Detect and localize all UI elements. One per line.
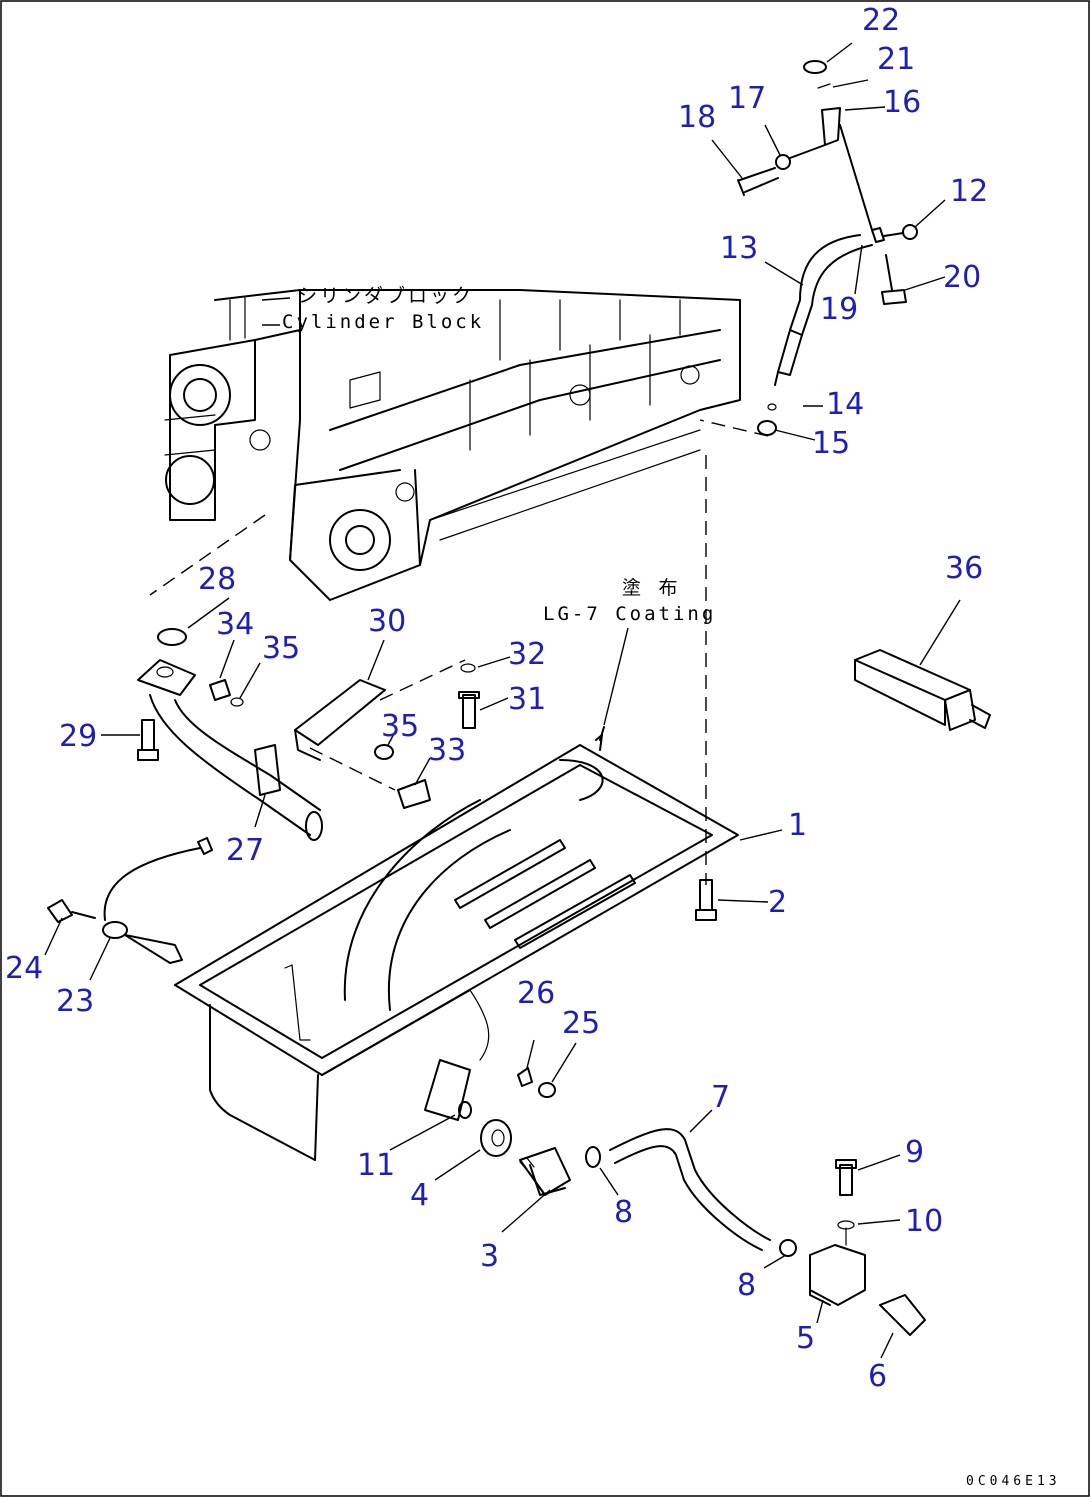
callout-32: 32 bbox=[508, 637, 546, 672]
callout-9: 9 bbox=[905, 1135, 924, 1170]
callout-20: 20 bbox=[943, 260, 981, 295]
oil-pan bbox=[174, 726, 739, 1161]
callout-8a: 8 bbox=[614, 1195, 633, 1230]
callout-23: 23 bbox=[56, 984, 94, 1019]
callout-8b: 8 bbox=[737, 1268, 756, 1303]
callout-3: 3 bbox=[480, 1239, 499, 1274]
coating-leader bbox=[603, 627, 629, 726]
callout-21: 21 bbox=[877, 42, 915, 77]
callout-26: 26 bbox=[517, 976, 555, 1011]
leader-lines bbox=[44, 42, 961, 1359]
suction-pipe bbox=[137, 628, 323, 841]
callout-24: 24 bbox=[5, 951, 43, 986]
callout-6: 6 bbox=[868, 1359, 887, 1394]
callout-22: 22 bbox=[862, 3, 900, 38]
callout-31: 31 bbox=[508, 682, 546, 717]
callout-14: 14 bbox=[826, 387, 864, 422]
assembly-line-left bbox=[149, 514, 266, 596]
callout-27: 27 bbox=[226, 833, 264, 868]
callout-5: 5 bbox=[796, 1321, 815, 1356]
callout-10: 10 bbox=[905, 1204, 943, 1239]
drain-parts bbox=[424, 1059, 571, 1196]
callout-11: 11 bbox=[357, 1148, 395, 1183]
callout-15: 15 bbox=[812, 426, 850, 461]
callout-28: 28 bbox=[198, 562, 236, 597]
callout-12: 12 bbox=[950, 174, 988, 209]
callout-16: 16 bbox=[883, 85, 921, 120]
cylinder-block bbox=[164, 289, 741, 601]
callout-labels: 1 2 3 4 5 6 7 8 8 9 10 11 12 13 14 15 16… bbox=[5, 3, 988, 1394]
callout-2: 2 bbox=[768, 885, 787, 920]
callout-29: 29 bbox=[59, 719, 97, 754]
coating-label-jp: 塗 布 bbox=[622, 576, 680, 599]
callout-4: 4 bbox=[410, 1178, 429, 1213]
cylinder-block-label-en: Cylinder Block bbox=[282, 311, 484, 333]
coating-label-en: LG-7 Coating bbox=[543, 603, 716, 625]
callout-33: 33 bbox=[428, 733, 466, 768]
callout-13: 13 bbox=[720, 231, 758, 266]
callout-1: 1 bbox=[788, 808, 807, 843]
callout-17: 17 bbox=[728, 81, 766, 116]
callout-19: 19 bbox=[820, 292, 858, 327]
sensor-harness bbox=[47, 837, 556, 1098]
callout-35b: 35 bbox=[381, 709, 419, 744]
callout-34: 34 bbox=[216, 607, 254, 642]
valve-block bbox=[809, 1159, 926, 1336]
callout-18: 18 bbox=[678, 100, 716, 135]
bolt-2 bbox=[695, 879, 717, 921]
callout-35a: 35 bbox=[262, 631, 300, 666]
dipstick-assembly bbox=[699, 60, 918, 437]
callout-25: 25 bbox=[562, 1006, 600, 1041]
filter-36 bbox=[854, 649, 991, 731]
callout-36: 36 bbox=[945, 551, 983, 586]
callout-30: 30 bbox=[368, 604, 406, 639]
cylinder-block-label-jp: シリンダブロック bbox=[298, 284, 474, 307]
oil-hose bbox=[585, 1128, 797, 1257]
callout-7: 7 bbox=[711, 1080, 730, 1115]
drawing-code: 0C046E13 bbox=[966, 1474, 1061, 1489]
